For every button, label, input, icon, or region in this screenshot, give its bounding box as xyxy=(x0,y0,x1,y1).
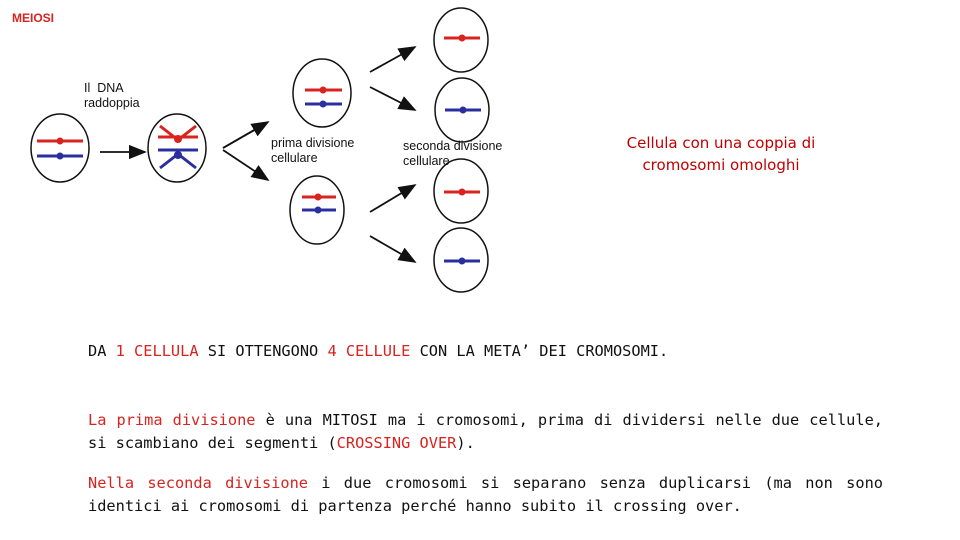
arrow-second-division-2 xyxy=(369,86,417,111)
label-first-line1: prima divisione xyxy=(271,136,355,150)
cell-initial xyxy=(30,113,90,183)
arrow-second-division-1 xyxy=(369,46,417,73)
label-second-division: seconda divisione cellulare xyxy=(403,139,502,169)
centromere-red xyxy=(174,135,182,143)
cell-final-3 xyxy=(433,158,489,224)
para2-second-division-term: Nella seconda divisione xyxy=(88,474,308,492)
page-title: MEIOSI xyxy=(12,11,55,25)
paragraph-second-division: Nella seconda divisione i due cromosomi … xyxy=(88,472,883,518)
arrow-second-division-4 xyxy=(369,235,417,263)
label-dna-duplicates: Il DNA raddoppia xyxy=(84,81,140,111)
arrow-second-division-3 xyxy=(369,184,417,213)
label-dna-line2: raddoppia xyxy=(84,96,140,110)
caption-line1: Cellula con una coppia di xyxy=(626,134,816,152)
arrow-split-lower xyxy=(222,149,270,181)
caption-homologous: Cellula con una coppia di cromosomi omol… xyxy=(590,132,852,176)
summary-part-a: DA xyxy=(88,342,116,360)
para1-first-division-term: La prima divisione xyxy=(88,411,256,429)
cell-final-4 xyxy=(433,227,489,293)
arrow-first-division xyxy=(222,121,270,149)
para2-body: i due cromosomi si separano senza duplic… xyxy=(88,474,883,515)
label-first-line2: cellulare xyxy=(271,151,318,165)
label-second-line1: seconda divisione xyxy=(403,139,503,153)
summary-part-c: SI OTTENGONO xyxy=(198,342,328,360)
summary-four-cells: 4 CELLULE xyxy=(327,342,411,360)
caption-line2: cromosomi omologhi xyxy=(642,156,800,174)
summary-part-e: CON LA META’ DEI CROMOSOMI. xyxy=(410,342,669,360)
label-second-line2: cellulare xyxy=(403,154,450,168)
cell-final-2 xyxy=(434,77,490,143)
para1-body: è una MITOSI ma i cromosomi, prima di di… xyxy=(88,411,883,452)
para1-end: ). xyxy=(456,434,475,452)
label-first-division: prima divisione cellulare xyxy=(271,136,354,166)
para1-crossing-over: CROSSING OVER xyxy=(336,434,457,452)
summary-one-cell: 1 CELLULA xyxy=(115,342,199,360)
label-dna-line1: Il DNA xyxy=(84,81,124,95)
cell-first-division-top xyxy=(292,58,352,128)
cell-first-division-bottom xyxy=(289,175,345,245)
centromere-red xyxy=(56,137,64,145)
centromere-blue xyxy=(56,152,64,160)
paragraph-first-division: La prima divisione è una MITOSI ma i cro… xyxy=(88,409,883,455)
cell-final-1 xyxy=(433,7,489,73)
summary-sentence: DA 1 CELLULA SI OTTENGONO 4 CELLULE CON … xyxy=(88,340,888,363)
centromere-blue xyxy=(174,151,182,159)
cell-duplicated xyxy=(147,113,207,183)
